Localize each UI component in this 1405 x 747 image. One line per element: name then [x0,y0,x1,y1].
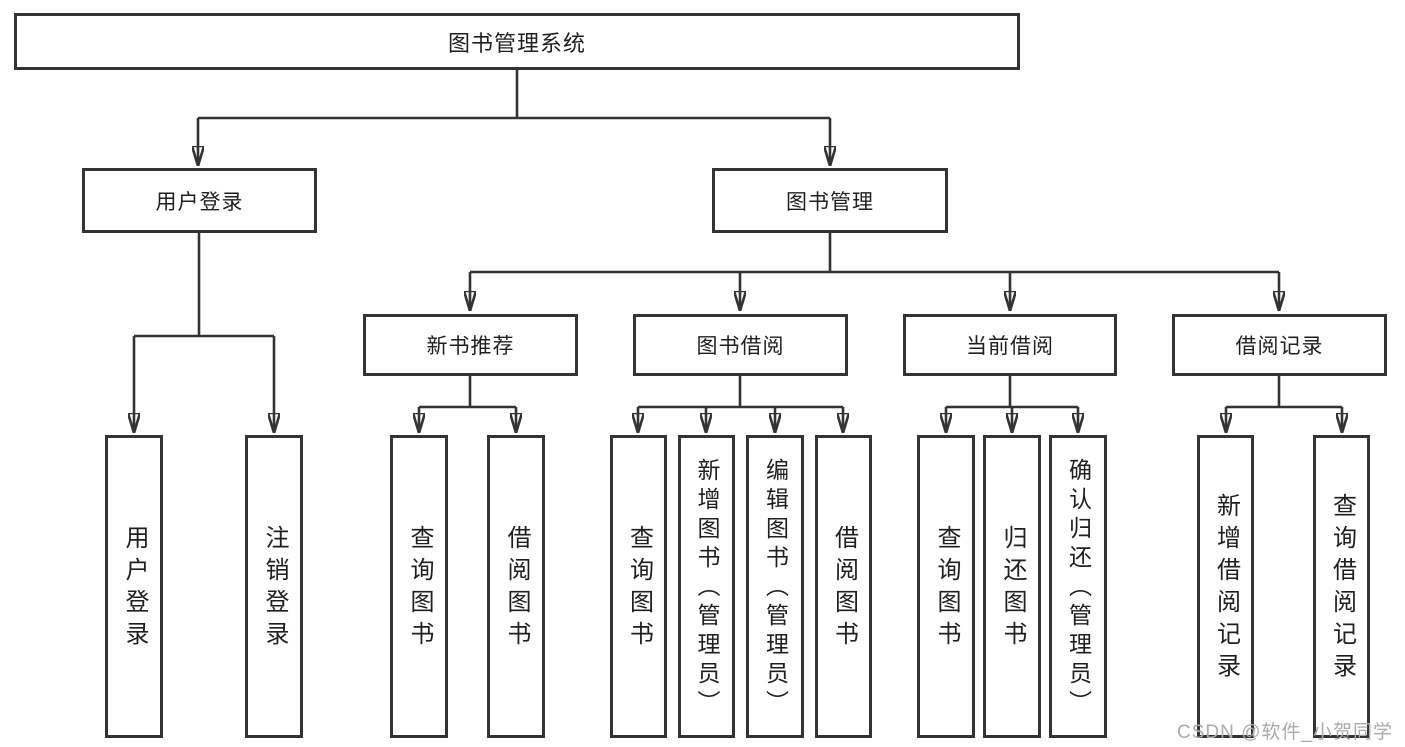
node-new-book-recommend: 新书推荐 [363,314,578,376]
node-borrow-records: 借阅记录 [1172,314,1387,376]
leaf-return-books: 归还图书 [983,435,1041,738]
connector-new-book-recommend [419,376,516,433]
leaf-edit-book-admin: 编辑图书（管理员） [746,435,804,738]
node-book-borrow: 图书借阅 [633,314,848,376]
connector-borrow-records [1226,376,1342,433]
leaf-borrow-books: 借阅图书 [815,435,872,738]
leaf-add-borrow-record: 新增借阅记录 [1197,435,1254,738]
connector-current-borrow [946,376,1078,433]
connector-book-management [470,233,1279,311]
node-user-login: 用户登录 [82,168,317,233]
leaf-logout: 注销登录 [245,435,303,738]
leaf-query-books-recommend: 查询图书 [390,435,448,738]
connector-root [198,70,830,166]
connector-book-borrow [638,376,843,433]
leaf-query-books-current: 查询图书 [917,435,975,738]
leaf-query-books-borrow: 查询图书 [610,435,667,738]
leaf-borrow-books-recommend: 借阅图书 [487,435,545,738]
watermark: CSDN @软件_小贺同学 [1177,722,1393,743]
leaf-add-book-admin: 新增图书（管理员） [678,435,735,738]
connector-user-login [134,233,274,433]
node-library-system: 图书管理系统 [14,13,1020,70]
node-current-borrow: 当前借阅 [903,314,1117,376]
leaf-confirm-return-admin: 确认归还（管理员） [1049,435,1107,738]
node-book-management: 图书管理 [712,168,948,233]
leaf-user-login: 用户登录 [105,435,163,738]
leaf-query-borrow-record: 查询借阅记录 [1313,435,1370,738]
